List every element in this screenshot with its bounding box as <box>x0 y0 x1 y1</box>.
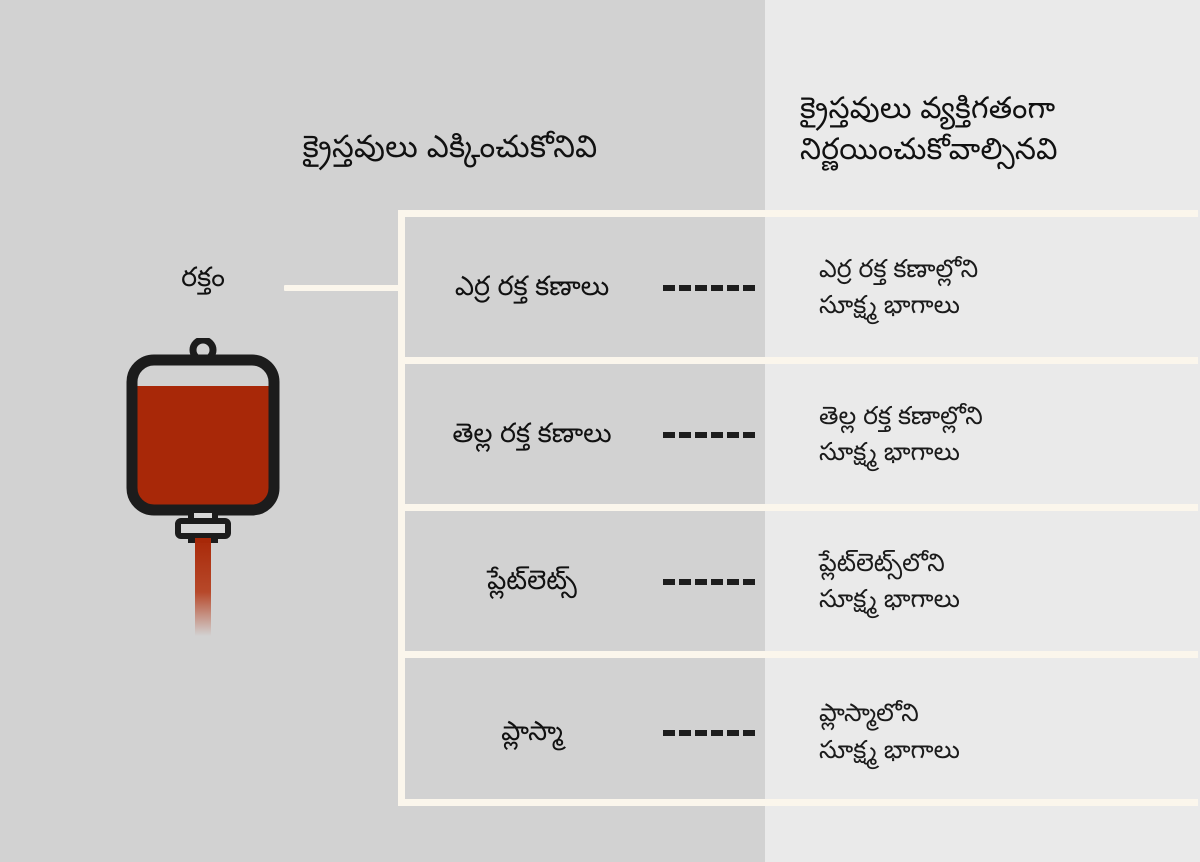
dashed-connector <box>663 579 755 585</box>
fraction-label-line1: తెల్ల రక్త కణాల్లోని <box>819 401 983 430</box>
fraction-label-line1: ఎర్ర రక్త కణాల్లోని <box>819 254 979 283</box>
blood-bag-icon <box>112 336 294 638</box>
row-left-cell: ప్లేట్‌లెట్స్ <box>405 563 765 598</box>
dashed-connector <box>663 432 755 438</box>
dashed-connector <box>663 285 755 291</box>
column-heading-left: క్రైస్తవులు ఎక్కించుకోనివి <box>302 129 598 164</box>
column-heading-right-line1: క్రైస్తవులు వ్యక్తిగతంగా <box>800 92 1056 125</box>
connector-line <box>284 285 402 291</box>
component-label: ఎర్ర రక్త కణాలు <box>454 271 610 302</box>
component-label: తెల్ల రక్త కణాలు <box>452 418 612 449</box>
row-right-cell: తెల్ల రక్త కణాల్లోని సూక్ష్మ భాగాలు <box>765 398 1198 471</box>
table-row: ఎర్ర రక్త కణాలు ఎర్ర రక్త కణాల్లోని సూక్… <box>405 217 1198 364</box>
fraction-label-line2: సూక్ష్మ భాగాలు <box>819 438 960 466</box>
component-label: ప్లాస్మా <box>501 715 563 746</box>
table-row: ప్లేట్‌లెట్స్ ప్లేట్‌లెట్స్‌లోని సూక్ష్మ… <box>405 511 1198 658</box>
row-right-cell: ఎర్ర రక్త కణాల్లోని సూక్ష్మ భాగాలు <box>765 251 1198 324</box>
fraction-label-line2: సూక్ష్మ భాగాలు <box>819 735 960 764</box>
components-table: ఎర్ర రక్త కణాలు ఎర్ర రక్త కణాల్లోని సూక్… <box>398 210 1198 806</box>
row-right-cell: ప్లేట్‌లెట్స్‌లోని సూక్ష్మ భాగాలు <box>765 545 1198 618</box>
fraction-label-line2: సూక్ష్మ భాగాలు <box>819 585 960 613</box>
fraction-label-line2: సూక్ష్మ భాగాలు <box>819 291 960 319</box>
column-heading-right-line2: నిర్ణయించుకోవాల్సినవి <box>800 133 1058 167</box>
row-left-cell: ఎర్ర రక్త కణాలు <box>405 269 765 304</box>
right-background-panel <box>765 0 1200 862</box>
table-row: ప్లాస్మా ప్లాస్మాలోని సూక్ష్మ భాగాలు <box>405 658 1198 805</box>
component-label: ప్లేట్‌లెట్స్ <box>487 565 577 596</box>
blood-bag-svg <box>126 336 280 636</box>
row-right-cell: ప్లాస్మాలోని సూక్ష్మ భాగాలు <box>765 695 1198 768</box>
row-left-cell: తెల్ల రక్త కణాలు <box>405 416 765 451</box>
blood-source-label: రక్తం <box>181 262 225 292</box>
dashed-connector <box>663 729 755 736</box>
fraction-label-line1: ప్లాస్మాలోని <box>819 699 919 728</box>
fraction-label-line1: ప్లేట్‌లెట్స్‌లోని <box>819 548 945 577</box>
column-heading-right: క్రైస్తవులు వ్యక్తిగతంగా నిర్ణయించుకోవాల… <box>800 88 1180 171</box>
row-left-cell: ప్లాస్మా <box>405 714 765 749</box>
table-row: తెల్ల రక్త కణాలు తెల్ల రక్త కణాల్లోని సూ… <box>405 364 1198 511</box>
